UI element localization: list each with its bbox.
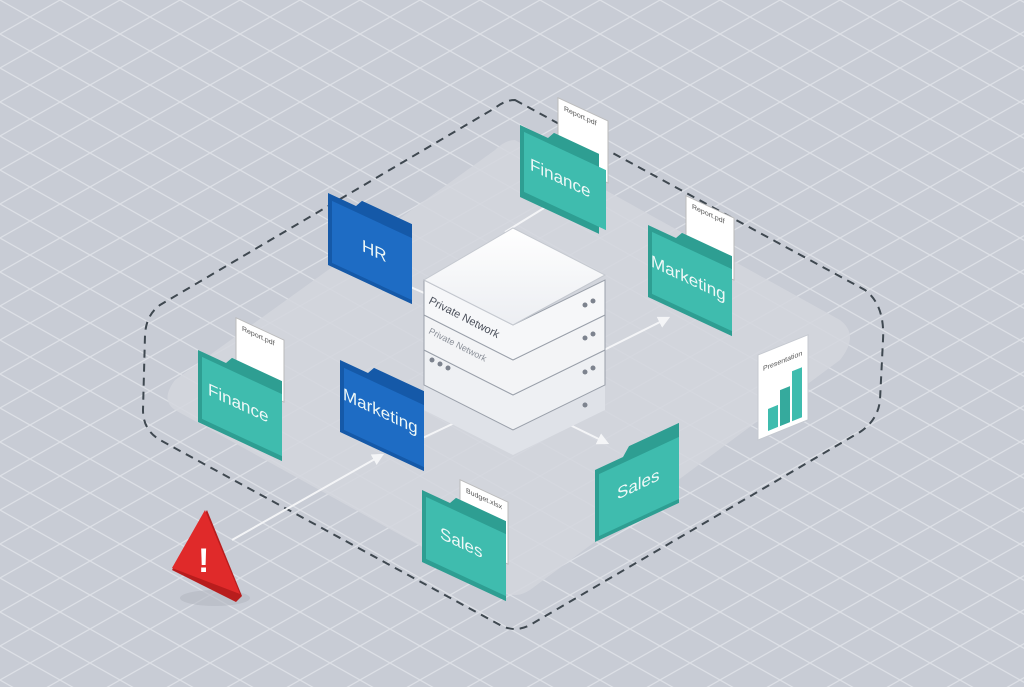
warning-icon[interactable]: ! [172, 510, 250, 606]
folder-marketing-blue[interactable]: Marketing [340, 352, 424, 472]
chart-bar [780, 386, 790, 427]
folder-hr[interactable]: HR [328, 185, 412, 305]
folder-finance-top[interactable]: Report.pdf Finance [520, 80, 609, 238]
folder-marketing-right[interactable]: Report.pdf Marketing [648, 178, 735, 337]
folder-sales-right[interactable]: Sales [595, 422, 679, 542]
chart-bar [792, 367, 802, 422]
folder-finance-left[interactable]: Report.pdf Finance [198, 300, 285, 462]
folder-sales-bottom[interactable]: Budget.xlsx Sales [422, 462, 509, 602]
server-stack: Private Network Private Network [422, 227, 607, 455]
presentation-document[interactable]: Presentation [757, 334, 809, 441]
chart-bar [768, 404, 778, 431]
warning-symbol: ! [198, 542, 209, 580]
network-boundary [141, 98, 885, 630]
